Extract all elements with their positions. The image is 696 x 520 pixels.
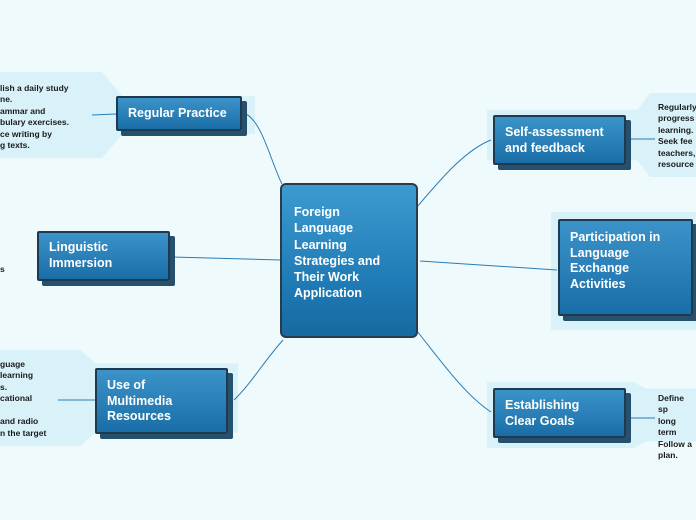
note-regular-practice: lish a daily study ne. ammar and bulary … <box>0 83 69 151</box>
topic-self-assessment[interactable]: Self-assessment and feedback <box>493 115 626 165</box>
link-self-assessment <box>416 139 492 208</box>
topic-language-exchange[interactable]: Participation in Language Exchange Activ… <box>558 219 693 316</box>
topic-regular-practice[interactable]: Regular Practice <box>116 96 242 131</box>
topic-clear-goals[interactable]: Establishing Clear Goals <box>493 388 626 438</box>
note-multimedia: guage learning s. cational and radio n t… <box>0 359 47 438</box>
central-topic-label: Foreign Language Learning Strategies and… <box>294 205 381 301</box>
note-self-assessment: Regularly progress learning. Seek fee te… <box>658 102 696 170</box>
topic-clear-goals-label: Establishing Clear Goals <box>505 398 580 428</box>
link-multimedia <box>233 339 284 401</box>
central-topic[interactable]: Foreign Language Learning Strategies and… <box>280 183 418 338</box>
topic-linguistic-immersion-label: Linguistic Immersion <box>49 240 113 270</box>
topic-linguistic-immersion[interactable]: Linguistic Immersion <box>37 231 170 281</box>
link-linguistic-immersion <box>171 256 281 261</box>
note-linguistic-immersion: s <box>0 264 5 274</box>
topic-multimedia-resources[interactable]: Use of Multimedia Resources <box>95 368 228 434</box>
link-regular-practice <box>243 112 283 185</box>
note-clear-goals: Define sp long term Follow a plan. <box>658 393 692 461</box>
topic-regular-practice-label: Regular Practice <box>128 106 227 120</box>
topic-self-assessment-label: Self-assessment and feedback <box>505 125 604 155</box>
topic-multimedia-resources-label: Use of Multimedia Resources <box>107 378 173 424</box>
note-link-regular-practice <box>91 113 117 116</box>
link-exchange <box>419 260 558 271</box>
topic-language-exchange-label: Participation in Language Exchange Activ… <box>570 230 661 291</box>
link-goals <box>416 330 492 413</box>
